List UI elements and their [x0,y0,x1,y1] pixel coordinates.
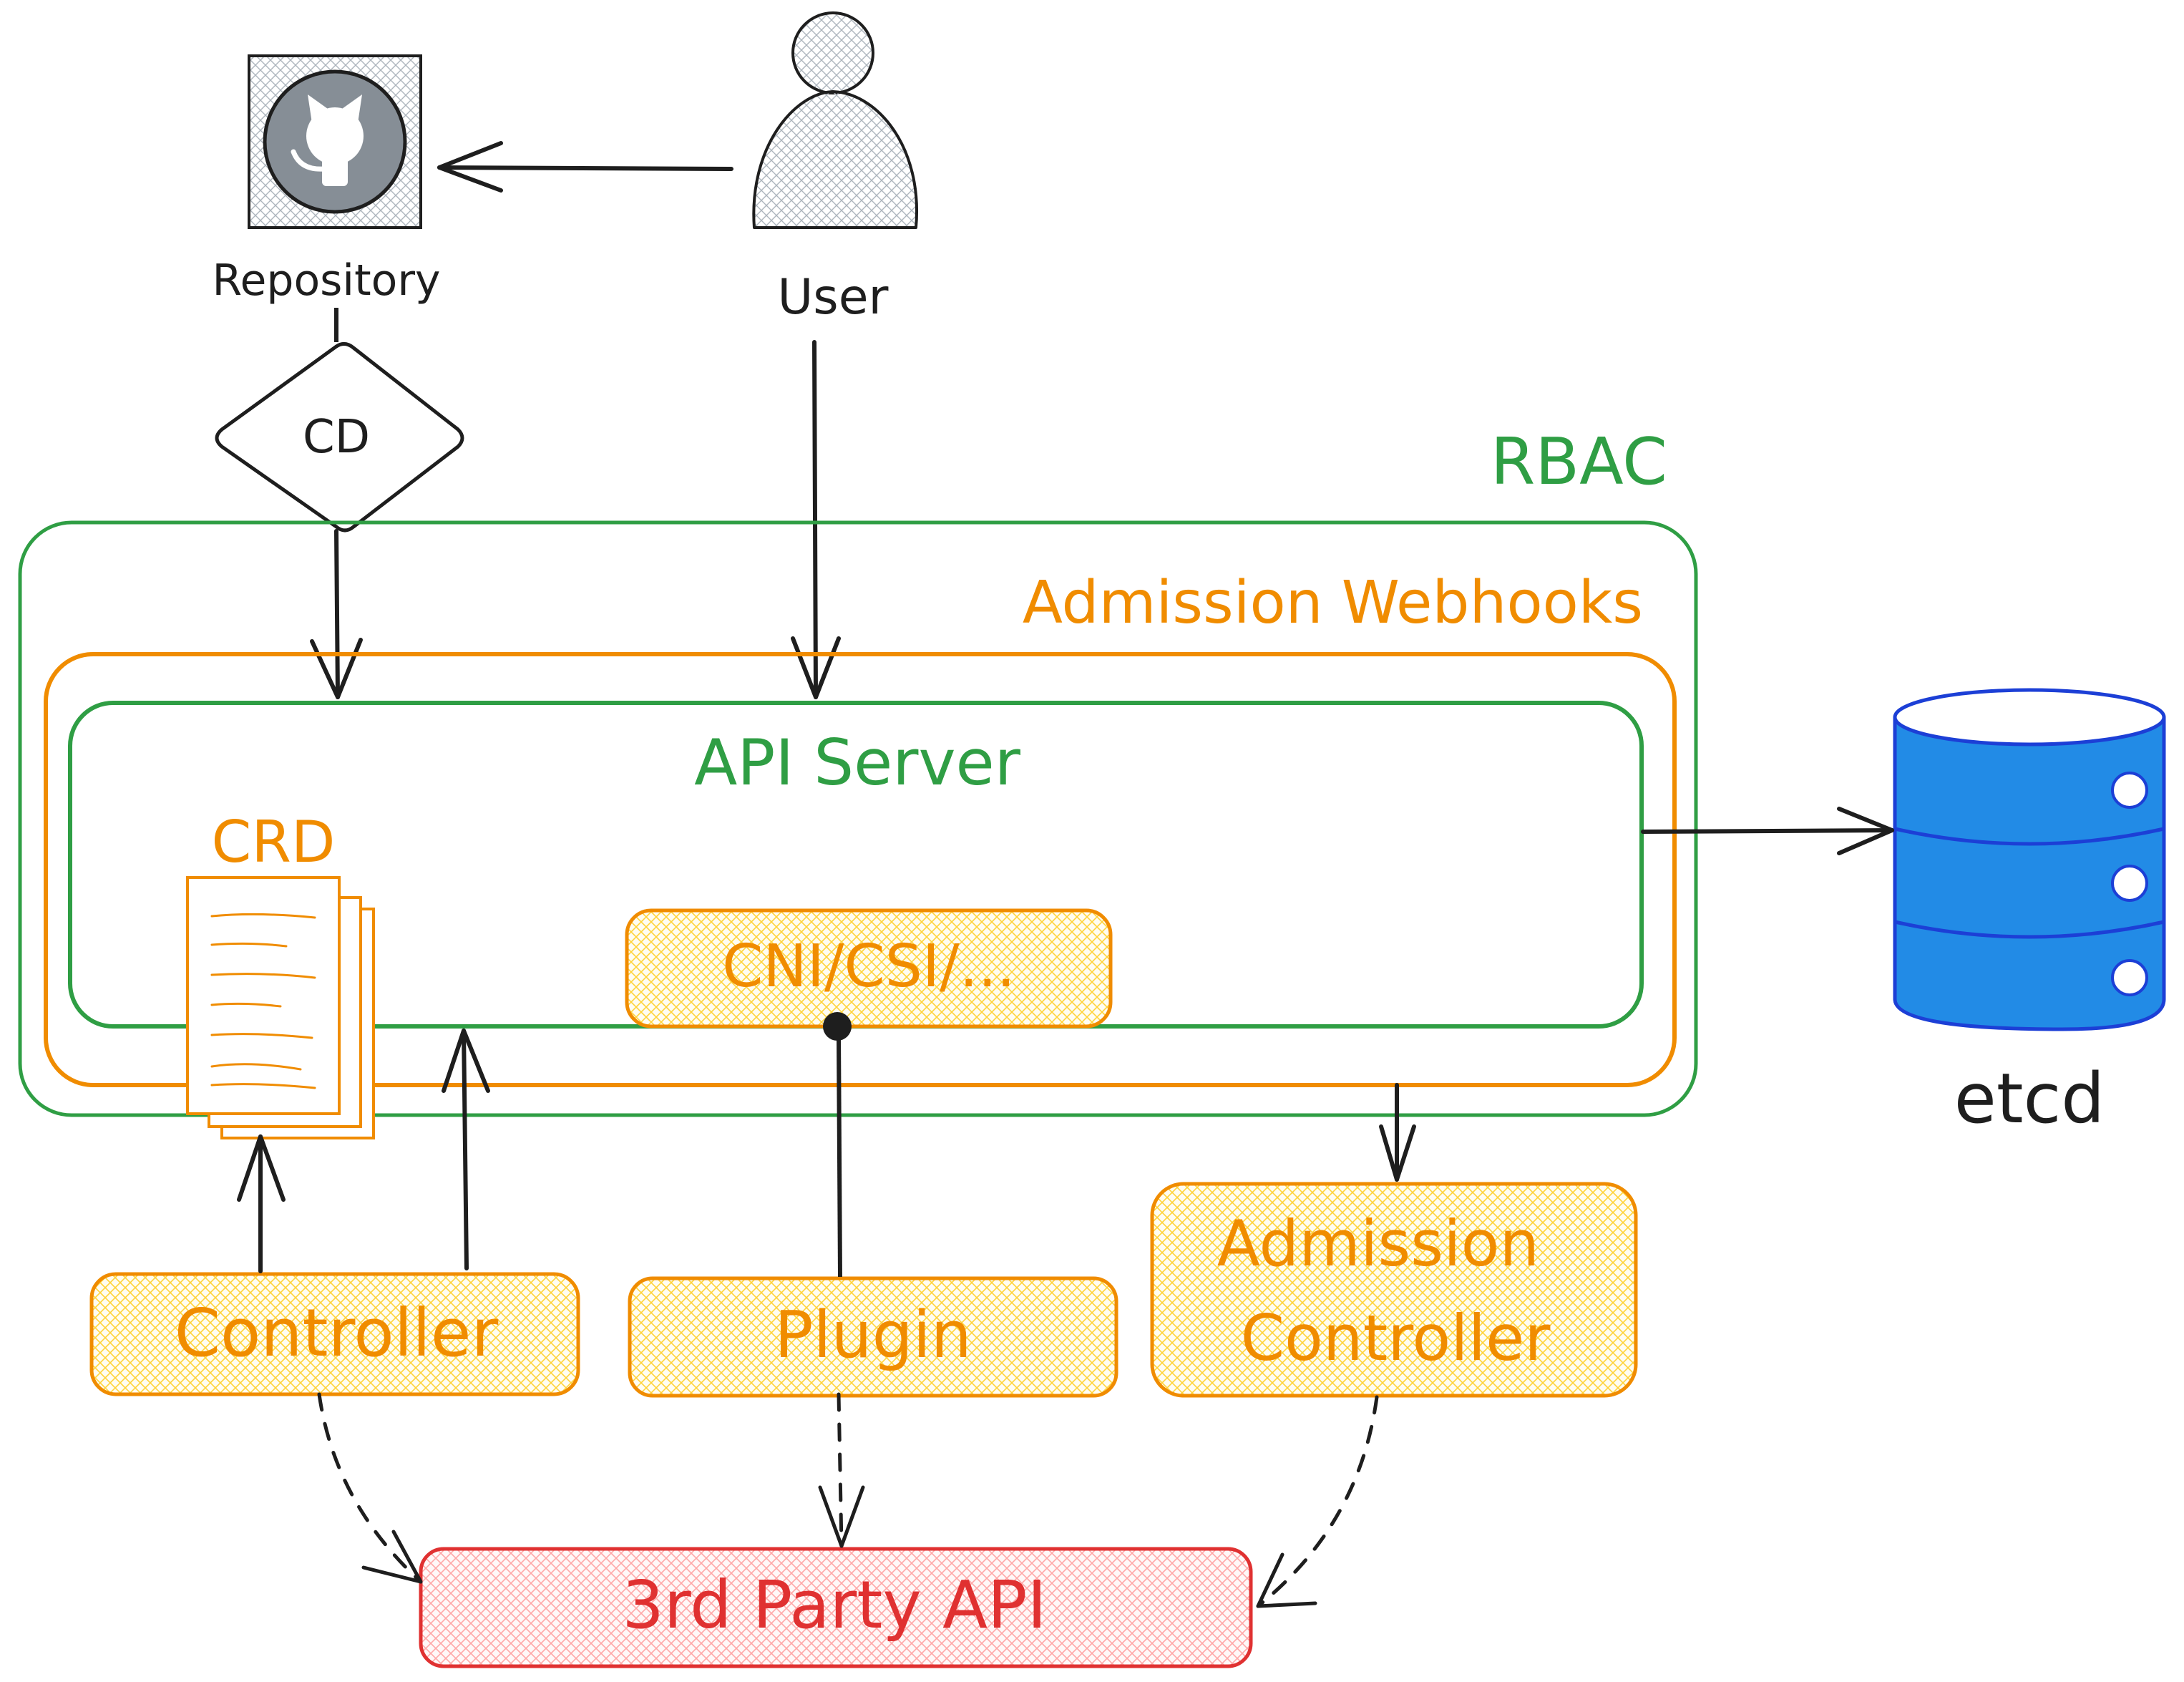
rbac-boundary [18,520,1698,1117]
controller-node: Controller [89,1272,580,1396]
crd-label: CRD [211,809,335,875]
database-icon [1893,688,2166,1031]
repository-label: Repository [212,256,440,306]
repository-node: Repository [212,54,441,306]
arrow-webhooks-to-admission-controller [1379,1083,1416,1182]
arrow-controller-to-api-server [442,1029,490,1270]
third-party-api-node: 3rd Party API [419,1547,1253,1668]
admission-webhooks-boundary [44,652,1677,1087]
document-stack-icon [186,876,375,1139]
arrow-cd-to-api-server [310,529,363,699]
etcd-label: etcd [1954,1059,2105,1139]
arrow-api-server-to-etcd [1641,807,1894,855]
cd-diamond [215,342,464,533]
user-label: User [778,269,889,326]
cni-csi-label: CNI/CSI/... [722,933,1015,1001]
arrow-admission-controller-to-third-party-api [1256,1395,1379,1608]
plugin-label: Plugin [774,1298,972,1373]
controller-box [89,1272,580,1396]
arrow-plugin-to-third-party-api [818,1392,865,1548]
admission-webhooks-label: Admission Webhooks [1023,569,1643,637]
cni-csi-box [625,908,1113,1029]
cd-label: CD [303,411,370,464]
api-server-label: API Server [694,726,1021,799]
arrow-controller-to-crd [237,1134,286,1273]
plugin-box [628,1276,1118,1398]
github-icon [263,69,407,214]
third-party-api-label: 3rd Party API [622,1567,1046,1643]
admission-controller-box [1150,1182,1638,1398]
third-party-api-box [419,1547,1253,1668]
admission-controller-node: Admission Controller [1150,1182,1638,1398]
controller-label: Controller [175,1295,499,1371]
plugin-node: Plugin [628,1276,1118,1398]
user-node: User [752,11,919,326]
arrow-user-to-api-server [791,340,841,699]
connector-dot [823,1012,852,1041]
user-icon [752,11,919,229]
admission-controller-label-line1: Admission [1217,1207,1539,1280]
link-plugin-to-cni-csi [823,1012,852,1278]
arrow-user-to-repository [437,141,733,193]
admission-controller-label-line2: Controller [1241,1301,1551,1375]
rbac-label: RBAC [1491,424,1667,500]
cni-csi-node: CNI/CSI/... [625,908,1113,1029]
arrow-controller-to-third-party-api [317,1392,423,1584]
cd-node: CD [215,308,464,533]
